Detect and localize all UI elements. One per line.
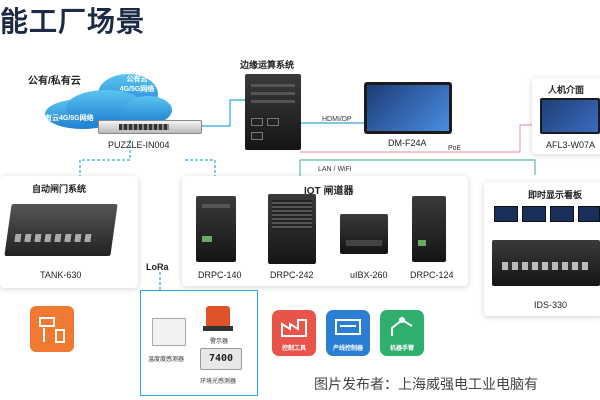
hmi-label: 人机介面: [548, 85, 585, 95]
dm-label: DM-F24A: [388, 138, 427, 148]
hmi-model-label: AFL3-W07A: [546, 140, 596, 150]
ids-label: IDS-330: [534, 300, 568, 310]
env-sensor-display: 7400: [200, 348, 242, 370]
tank-device: [4, 204, 118, 256]
ids-ports: [502, 262, 588, 270]
board-screen: [522, 206, 546, 222]
gate-system-icon: [30, 306, 74, 352]
hmi-screen: [542, 100, 598, 132]
dm-screen: [367, 85, 449, 131]
uibx-ports: [346, 240, 382, 246]
hdmi-label: HDMI/DP: [322, 116, 352, 123]
drpc124-label: DRPC-124: [410, 270, 454, 280]
ids-device: [492, 240, 600, 286]
edge-port: [251, 118, 263, 126]
drpc242-label: DRPC-242: [270, 270, 314, 280]
factory-icon: [281, 319, 307, 337]
tank-link-line: [79, 140, 131, 182]
poe-label: PoE: [448, 145, 462, 152]
app-icon-control-tools: 控制工具: [272, 310, 316, 356]
cloud-label: 公有/私有云: [28, 76, 81, 87]
dm-monitor-device: [364, 82, 452, 134]
alarm-device: [206, 306, 230, 326]
drpc140-device: [196, 196, 236, 262]
edge-port: [251, 132, 263, 140]
iot-label: IOT 闸道器: [304, 186, 354, 197]
lan-line: [300, 159, 536, 175]
puzzle-ports: [119, 124, 169, 130]
app-label: 控制工具: [281, 346, 306, 352]
app-icon-robot-arm: 机器手臂: [380, 310, 424, 356]
lora-label: LoRa: [146, 262, 169, 272]
cloud-private-label: 私有云4G/5G网络: [38, 115, 94, 122]
env-sensor-label: 环境光感测器: [200, 379, 237, 385]
edge-link-line: [200, 99, 245, 127]
edge-port: [267, 118, 279, 126]
edge-fin: [251, 92, 295, 95]
temp-sensor-label: 温度度感测器: [148, 357, 185, 363]
controller-icon: [335, 319, 361, 335]
lan-label: LAN / WiFi: [318, 166, 352, 173]
page-title: 能工厂场景: [0, 6, 146, 37]
app-icon-line-controller: 产线控制器: [326, 310, 370, 356]
drpc140-fin: [202, 204, 230, 208]
watermark-text: 图片发布者：上海威强电工业电脑有: [314, 376, 538, 392]
edge-server-device: [245, 74, 301, 150]
puzzle-device: [98, 120, 202, 134]
edge-fin: [251, 84, 295, 87]
robot-arm-icon: [391, 317, 413, 336]
board-label: 即时显示看板: [528, 190, 583, 200]
drpc140-led: [202, 236, 212, 242]
puzzle-label: PUZZLE-IN004: [108, 140, 170, 150]
cloud-public-label: 公有云 4G/5G网络: [112, 74, 162, 94]
gate-label: 自动闸门系统: [32, 184, 87, 194]
tank-ports: [14, 234, 96, 242]
drpc140-label: DRPC-140: [198, 270, 242, 280]
board-screen: [494, 206, 518, 222]
cloud-public-line1: 公有云: [126, 76, 148, 83]
cloud-public-line2: 4G/5G网络: [119, 86, 155, 93]
alarm-label: 警示器: [210, 339, 229, 345]
app-label: 机器手臂: [389, 346, 414, 352]
edge-fin: [251, 100, 295, 103]
temp-sensor-device: [152, 318, 186, 346]
camera-gate-icon: [39, 317, 65, 343]
alarm-base: [203, 326, 233, 331]
app-label: 产线控制器: [332, 346, 363, 352]
board-screen: [578, 206, 600, 222]
tank-label: TANK-630: [40, 270, 82, 280]
edge-label: 边缘运算系统: [240, 60, 295, 70]
cloud-icon: [45, 74, 172, 129]
drpc242-device: [268, 194, 316, 264]
drpc124-device: [412, 196, 446, 262]
drpc124-led: [418, 240, 426, 246]
uibx-device: [340, 214, 388, 254]
board-screen: [550, 206, 574, 222]
hmi-device: [540, 98, 600, 134]
poe-line: [300, 124, 538, 153]
uibx-label: uIBX-260: [350, 270, 388, 280]
drpc242-fins: [272, 200, 312, 230]
